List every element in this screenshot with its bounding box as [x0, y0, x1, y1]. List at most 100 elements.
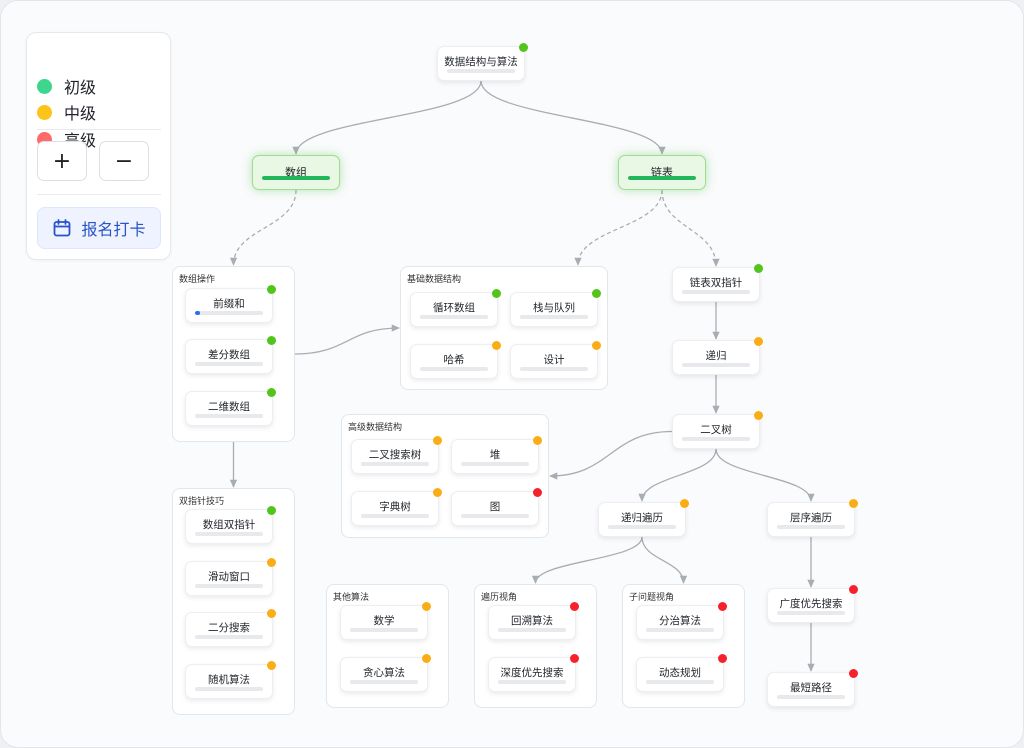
- progress-bar: [682, 290, 750, 294]
- node-binary-tree[interactable]: 二叉树: [672, 411, 763, 449]
- level-dot-advanced: [718, 602, 727, 611]
- progress-bar: [420, 315, 488, 319]
- legend-dot-intermediate: [37, 104, 52, 120]
- level-dot-intermediate: [492, 341, 501, 350]
- node-circular-array[interactable]: 循环数组: [410, 289, 501, 327]
- level-dot-intermediate: [433, 488, 442, 497]
- node-greedy[interactable]: 贪心算法: [340, 654, 431, 692]
- progress-bar: [195, 414, 263, 418]
- node-recursive-traversal[interactable]: 递归遍历: [598, 499, 689, 537]
- signin-button[interactable]: 报名打卡: [37, 207, 161, 249]
- node-trie[interactable]: 字典树: [351, 488, 442, 526]
- progress-bar: [195, 362, 263, 366]
- node-bfs[interactable]: 广度优先搜索: [767, 585, 858, 623]
- node-shortest-path[interactable]: 最短路径: [767, 669, 858, 707]
- node-label: 递归: [705, 350, 727, 362]
- node-label: 数学: [373, 615, 395, 627]
- level-dot-beginner: [519, 43, 528, 52]
- panel-divider: [37, 129, 161, 130]
- node-root[interactable]: 数据结构与算法: [437, 43, 528, 81]
- progress-bar: [195, 584, 263, 588]
- progress-bar: [361, 514, 429, 518]
- minus-icon: −: [114, 148, 134, 174]
- node-label: 分治算法: [659, 615, 701, 627]
- node-label: 前缀和: [213, 298, 245, 310]
- node-graph[interactable]: 图: [451, 488, 542, 526]
- group-title: 数组操作: [179, 275, 216, 285]
- node-matrix[interactable]: 二维数组: [185, 388, 276, 426]
- level-dot-beginner: [267, 506, 276, 515]
- progress-bar: [498, 680, 566, 684]
- zoom-in-button[interactable]: +: [37, 141, 87, 181]
- node-label: 二叉搜索树: [368, 449, 422, 461]
- node-binary-search[interactable]: 二分搜索: [185, 609, 276, 647]
- progress-bar: [262, 176, 330, 180]
- progress-bar: [682, 437, 750, 441]
- node-label: 设计: [543, 354, 565, 366]
- progress-bar: [646, 628, 714, 632]
- level-dot-intermediate: [754, 411, 763, 420]
- level-dot-intermediate: [592, 341, 601, 350]
- progress-bar: [195, 532, 263, 536]
- progress-bar: [350, 680, 418, 684]
- node-linked-list[interactable]: 链表: [618, 155, 706, 190]
- node-list-two-pointer[interactable]: 链表双指针: [672, 264, 763, 302]
- group-title: 遍历视角: [481, 593, 518, 603]
- group-title: 双指针技巧: [179, 497, 225, 507]
- progress-bar: [420, 367, 488, 371]
- level-dot-intermediate: [433, 436, 442, 445]
- node-label: 深度优先搜索: [500, 667, 564, 679]
- node-level-order[interactable]: 层序遍历: [767, 499, 858, 537]
- node-design[interactable]: 设计: [510, 341, 601, 379]
- node-math[interactable]: 数学: [340, 602, 431, 640]
- node-stack-queue[interactable]: 栈与队列: [510, 289, 601, 327]
- node-diff-array[interactable]: 差分数组: [185, 336, 276, 374]
- level-dot-beginner: [267, 285, 276, 294]
- signin-label: 报名打卡: [81, 220, 146, 239]
- legend-label: 中级: [64, 104, 97, 123]
- edge-binary_tree-recursive_traversal: [638, 448, 717, 502]
- level-dot-advanced: [533, 488, 542, 497]
- node-prefix-sum[interactable]: 前缀和: [185, 285, 276, 323]
- node-label: 二维数组: [208, 401, 250, 413]
- calendar-icon: [54, 219, 71, 237]
- edge-array-array_ops: [229, 189, 297, 266]
- progress-bar: [195, 311, 263, 315]
- node-label: 图: [489, 501, 501, 513]
- group-title: 高级数据结构: [348, 423, 403, 433]
- node-bst[interactable]: 二叉搜索树: [351, 436, 442, 474]
- node-label: 循环数组: [433, 302, 475, 314]
- edge-root-linked_list: [480, 80, 666, 155]
- node-array[interactable]: 数组: [252, 155, 340, 190]
- plus-icon: +: [52, 148, 72, 174]
- node-dfs[interactable]: 深度优先搜索: [488, 654, 579, 692]
- legend-item-beginner: 初级: [37, 75, 96, 97]
- level-dot-advanced: [718, 654, 727, 663]
- node-backtracking[interactable]: 回溯算法: [488, 602, 579, 640]
- zoom-out-button[interactable]: −: [99, 141, 149, 181]
- node-label: 层序遍历: [790, 512, 832, 524]
- progress-bar: [461, 514, 529, 518]
- node-recursion[interactable]: 递归: [672, 337, 763, 375]
- node-sliding-window[interactable]: 滑动窗口: [185, 558, 276, 596]
- legend-item-intermediate: 中级: [37, 101, 96, 123]
- node-label: 堆: [489, 449, 501, 461]
- node-label: 链表: [651, 166, 673, 179]
- progress-bar: [195, 635, 263, 639]
- node-heap[interactable]: 堆: [451, 436, 542, 474]
- progress-bar: [682, 363, 750, 367]
- node-array-two-pointer[interactable]: 数组双指针: [185, 506, 276, 544]
- progress-bar: [350, 628, 418, 632]
- node-dp[interactable]: 动态规划: [636, 654, 727, 692]
- legend-label: 初级: [64, 78, 97, 97]
- progress-bar-fill: [262, 176, 330, 180]
- node-divide-conquer[interactable]: 分治算法: [636, 602, 727, 640]
- node-label: 字典树: [379, 501, 411, 513]
- level-dot-intermediate: [267, 609, 276, 618]
- node-hash[interactable]: 哈希: [410, 341, 501, 379]
- progress-bar: [447, 69, 515, 73]
- node-label: 数组: [285, 166, 307, 179]
- level-dot-intermediate: [267, 558, 276, 567]
- node-random-algo[interactable]: 随机算法: [185, 661, 276, 699]
